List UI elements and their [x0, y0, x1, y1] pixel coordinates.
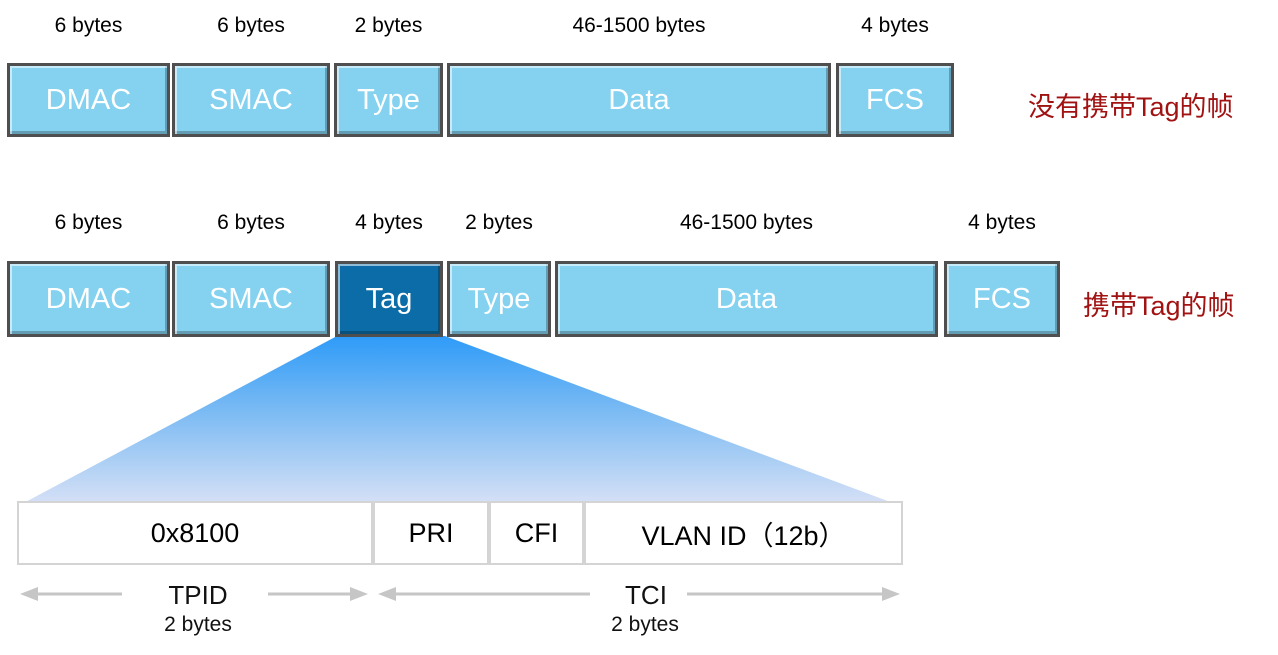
untagged-dmac-size-label: 6 bytes — [54, 14, 123, 37]
tagged-type-box: Type — [447, 261, 551, 337]
tagged-fcs-size-label: 4 bytes — [968, 211, 1036, 234]
tagged-type-size-label: 2 bytes — [465, 211, 533, 234]
tagged-tag-size-label: 4 bytes — [355, 211, 423, 234]
tag-detail-vlanid-cell: VLAN ID（12b） — [584, 501, 903, 565]
untagged-smac-box: SMAC — [172, 63, 330, 137]
tpid-arrow-right-head — [350, 587, 368, 601]
tagged-data-box: Data — [555, 261, 938, 337]
untagged-data-box: Data — [447, 63, 831, 137]
tagged-smac-size-label: 6 bytes — [217, 211, 285, 234]
tagged-dmac-box: DMAC — [7, 261, 170, 337]
tag-detail-cfi-cell: CFI — [489, 501, 584, 565]
untagged-type-size-label: 2 bytes — [354, 14, 423, 37]
untagged-fcs-size-label: 4 bytes — [861, 14, 929, 37]
tag-expansion-funnel-shape — [18, 336, 901, 506]
untagged-data-size-label: 46-1500 bytes — [572, 14, 706, 37]
tagged-smac-box: SMAC — [172, 261, 330, 337]
tci-arrow-right-head — [882, 587, 900, 601]
untagged-fcs-box: FCS — [836, 63, 954, 137]
tpid-span-label: TPID — [168, 580, 228, 610]
tag-detail-tpid-cell: 0x8100 — [17, 501, 373, 565]
untagged-dmac-box: DMAC — [7, 63, 170, 137]
tpid-span-size: 2 bytes — [164, 613, 232, 636]
untagged-frame-caption: 没有携带Tag的帧 — [1028, 92, 1234, 122]
tpid-arrow-left-head — [20, 587, 38, 601]
untagged-type-box: Type — [334, 63, 443, 137]
untagged-smac-size-label: 6 bytes — [217, 14, 285, 37]
tagged-tag-box: Tag — [335, 261, 443, 337]
tagged-frame-caption: 携带Tag的帧 — [1083, 291, 1235, 321]
tagged-dmac-size-label: 6 bytes — [54, 211, 123, 234]
tag-detail-pri-cell: PRI — [373, 501, 489, 565]
tci-span-size: 2 bytes — [611, 613, 679, 636]
tagged-data-size-label: 46-1500 bytes — [679, 211, 814, 234]
tci-span-label: TCI — [625, 580, 667, 610]
tci-arrow-left-head — [378, 587, 396, 601]
tagged-fcs-box: FCS — [944, 261, 1060, 337]
